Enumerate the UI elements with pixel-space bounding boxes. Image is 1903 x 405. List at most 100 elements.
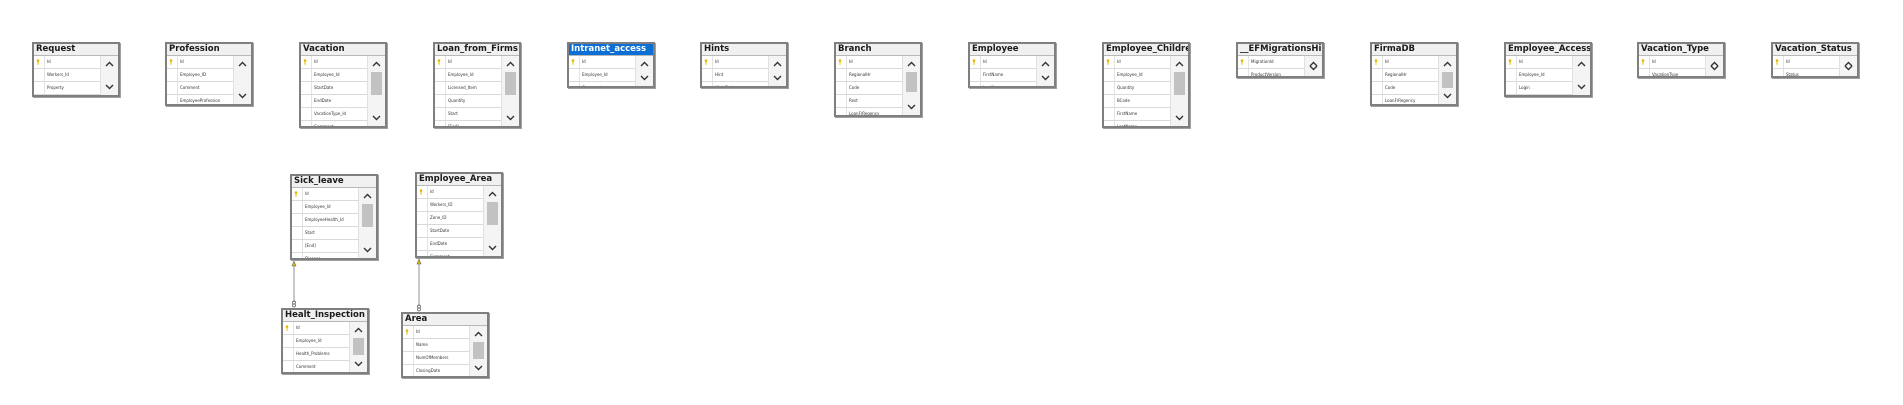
scrollbar-thumb[interactable]: [1174, 72, 1185, 95]
chevron-up-icon[interactable]: [237, 59, 248, 70]
chevron-down-icon[interactable]: [1576, 81, 1587, 92]
table-title[interactable]: Branch: [836, 44, 920, 56]
table-title[interactable]: Area: [403, 314, 487, 326]
chevron-up-icon[interactable]: [473, 329, 484, 340]
column-row[interactable]: Employee_Id: [1506, 69, 1572, 82]
column-row[interactable]: Health_Problems: [283, 348, 349, 361]
table-title[interactable]: FirmaDB: [1372, 44, 1456, 56]
column-row[interactable]: FirstName: [1104, 108, 1170, 121]
column-row[interactable]: Start: [292, 227, 358, 240]
table-area[interactable]: AreaIdNameNumOfMembersClosingDateComment: [401, 312, 489, 378]
chevron-down-icon[interactable]: [1308, 62, 1319, 73]
column-row[interactable]: [End]: [435, 121, 501, 126]
chevron-up-icon[interactable]: [1576, 59, 1587, 70]
chevron-down-icon[interactable]: [1709, 62, 1720, 73]
column-row[interactable]: Employee_Id: [283, 335, 349, 348]
vertical-scrollbar[interactable]: [100, 56, 118, 95]
column-row[interactable]: Disease: [292, 253, 358, 258]
chevron-down-icon[interactable]: [505, 112, 516, 123]
chevron-up-icon[interactable]: [104, 59, 115, 70]
column-row[interactable]: Login: [1506, 82, 1572, 95]
column-row[interactable]: StartDate: [301, 82, 367, 95]
column-row[interactable]: Id: [970, 56, 1036, 69]
table-title[interactable]: Profession: [167, 44, 251, 56]
vertical-scrollbar[interactable]: [1572, 56, 1590, 95]
table-hints[interactable]: HintsIdHintHint_Date: [700, 42, 788, 88]
table-efmigrations[interactable]: __EFMigrationsHistoryMigrationIdProductV…: [1236, 42, 1324, 78]
column-row[interactable]: ProductVersion: [1238, 69, 1304, 76]
chevron-up-icon[interactable]: [371, 59, 382, 70]
chevron-down-icon[interactable]: [1174, 112, 1185, 123]
chevron-up-icon[interactable]: [1843, 59, 1854, 70]
table-title[interactable]: Vacation_Status: [1773, 44, 1857, 56]
chevron-up-icon[interactable]: [362, 191, 373, 202]
chevron-down-icon[interactable]: [906, 101, 917, 112]
column-row[interactable]: Id: [1104, 56, 1170, 69]
table-title[interactable]: Employee_Access: [1506, 44, 1590, 56]
chevron-down-icon[interactable]: [104, 81, 115, 92]
column-row[interactable]: MigrationId: [1238, 56, 1304, 69]
table-employee-access[interactable]: Employee_AccessIdEmployee_IdLoginPasswor…: [1504, 42, 1592, 97]
scrollbar-thumb[interactable]: [487, 202, 498, 225]
column-row[interactable]: VacationType: [1639, 69, 1705, 76]
vertical-scrollbar[interactable]: [349, 322, 367, 372]
chevron-up-icon[interactable]: [487, 189, 498, 200]
vertical-scrollbar[interactable]: [1170, 56, 1188, 126]
chevron-down-icon[interactable]: [1843, 62, 1854, 73]
vertical-scrollbar[interactable]: [233, 56, 251, 104]
chevron-up-icon[interactable]: [772, 59, 783, 70]
column-row[interactable]: RegionalHr: [836, 69, 902, 82]
table-title[interactable]: Employee: [970, 44, 1054, 56]
column-row[interactable]: Employee_ID: [167, 69, 233, 82]
table-title[interactable]: Employee_Children: [1104, 44, 1188, 56]
column-row[interactable]: Hint: [702, 69, 768, 82]
table-title[interactable]: Hints: [702, 44, 786, 56]
column-row[interactable]: Code: [1372, 82, 1438, 95]
chevron-up-icon[interactable]: [906, 59, 917, 70]
chevron-up-icon[interactable]: [1174, 59, 1185, 70]
chevron-down-icon[interactable]: [772, 72, 783, 83]
column-row[interactable]: [End]: [292, 240, 358, 253]
column-row[interactable]: Id: [283, 322, 349, 335]
column-row[interactable]: Employee_Id: [301, 69, 367, 82]
column-row[interactable]: Quantity: [435, 95, 501, 108]
column-row[interactable]: Id: [1506, 56, 1572, 69]
column-row[interactable]: Employee_Id: [1104, 69, 1170, 82]
column-row[interactable]: RegionalHr: [1372, 69, 1438, 82]
column-row[interactable]: EmployeeProfession: [167, 95, 233, 104]
column-row[interactable]: Start: [435, 108, 501, 121]
column-row[interactable]: Comment: [301, 121, 367, 126]
chevron-up-icon[interactable]: [353, 325, 364, 336]
scrollbar-thumb[interactable]: [371, 72, 382, 95]
column-row[interactable]: LastName: [970, 82, 1036, 86]
chevron-down-icon[interactable]: [371, 112, 382, 123]
column-row[interactable]: LastName: [1104, 121, 1170, 126]
chevron-down-icon[interactable]: [237, 90, 248, 101]
column-row[interactable]: Id: [167, 56, 233, 69]
column-row[interactable]: Status: [1773, 69, 1839, 76]
table-title[interactable]: Vacation_Type: [1639, 44, 1723, 56]
chevron-down-icon[interactable]: [362, 244, 373, 255]
scrollbar-thumb[interactable]: [505, 72, 516, 95]
vertical-scrollbar[interactable]: [902, 56, 920, 115]
chevron-up-icon[interactable]: [1709, 59, 1720, 70]
column-row[interactable]: Id: [702, 56, 768, 69]
column-row[interactable]: Employee_Id: [292, 201, 358, 214]
column-row[interactable]: Licensed_Item: [435, 82, 501, 95]
scrollbar-thumb[interactable]: [906, 72, 917, 92]
column-row[interactable]: Employee_Id: [435, 69, 501, 82]
vertical-scrollbar[interactable]: [358, 188, 376, 258]
chevron-up-icon[interactable]: [1442, 59, 1453, 70]
column-row[interactable]: Comment: [417, 251, 483, 256]
column-row[interactable]: Id: [417, 186, 483, 199]
table-title[interactable]: Request: [34, 44, 118, 56]
column-row[interactable]: Id: [435, 56, 501, 69]
chevron-down-icon[interactable]: [353, 358, 364, 369]
scrollbar-thumb[interactable]: [1442, 72, 1453, 88]
column-row[interactable]: Workers_ID: [417, 199, 483, 212]
